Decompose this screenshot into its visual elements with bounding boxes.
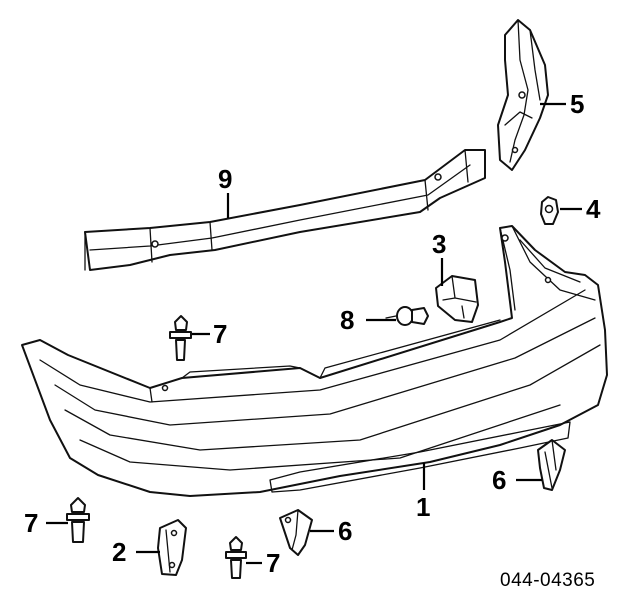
callout-7-upper: 7 (213, 319, 227, 349)
bumper-cover-part (21, 225, 608, 497)
fastener-clip-part-bottom (225, 536, 247, 579)
callout-2: 2 (112, 537, 126, 567)
callout-4: 4 (586, 194, 601, 224)
callout-5: 5 (570, 89, 584, 119)
callout-9: 9 (218, 164, 232, 194)
reinforcement-bar-part (84, 149, 486, 271)
mounting-bracket-part-right (537, 439, 566, 491)
fastener-clip-part (169, 315, 192, 361)
mounting-bracket-part-center (279, 509, 313, 556)
side-bracket-part (497, 19, 549, 171)
callout-3: 3 (432, 229, 446, 259)
callout-8: 8 (340, 305, 354, 335)
callout-6-center: 6 (338, 516, 352, 546)
fastener-clip-part-left (66, 497, 90, 543)
diagram-reference-code: 044-04365 (500, 570, 595, 591)
lower-bracket-part (157, 519, 187, 576)
callout-6-right: 6 (492, 465, 506, 495)
callout-1: 1 (416, 492, 430, 522)
small-clip-part (540, 196, 559, 225)
callout-7-bottom: 7 (266, 548, 280, 578)
callout-7-left: 7 (24, 508, 38, 538)
retainer-part (435, 275, 479, 323)
push-pin-part (385, 306, 429, 326)
leader-lines (46, 102, 582, 565)
